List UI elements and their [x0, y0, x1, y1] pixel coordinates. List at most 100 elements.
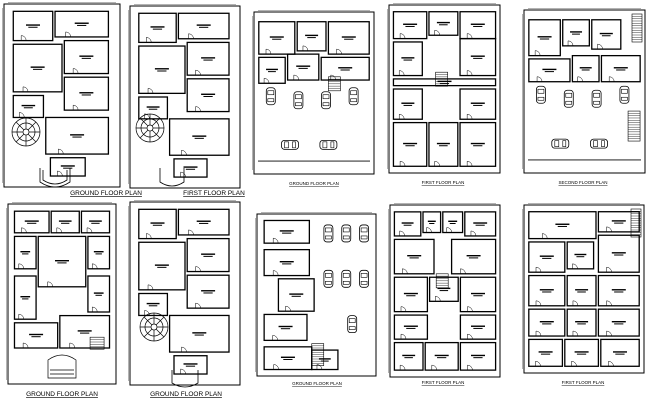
- plan-title-10: FIRST FLOOR PLAN: [562, 380, 605, 385]
- door-swing: [272, 237, 279, 244]
- door-swing: [180, 171, 186, 178]
- room-dim-mark: [23, 107, 33, 109]
- plan-title-3: GROUND FLOOR PLAN: [289, 181, 339, 186]
- parked-car-icon: [281, 139, 299, 150]
- door-swing: [181, 149, 187, 156]
- room-label-mark: [58, 220, 72, 222]
- parked-car-icon: [359, 269, 370, 288]
- room-dim-mark: [282, 232, 292, 234]
- room-label-mark: [21, 104, 36, 107]
- dimension-lines: [387, 3, 496, 169]
- room-label-mark: [341, 36, 356, 38]
- parked-car-icon: [563, 89, 574, 108]
- straight-stair: [627, 110, 641, 142]
- room-label-mark: [448, 220, 458, 222]
- parked-car-icon: [321, 91, 331, 110]
- door-swing: [466, 70, 473, 76]
- room-label-mark: [74, 22, 89, 24]
- room: [296, 21, 327, 52]
- door-swing: [606, 300, 612, 306]
- room: [138, 45, 186, 95]
- plan-panel-8: GROUND FLOOR PLAN: [255, 212, 377, 386]
- room-label-mark: [305, 34, 319, 37]
- dimension-lines: [2, 2, 116, 183]
- room: [263, 219, 311, 244]
- room: [87, 275, 111, 313]
- door-swing: [18, 313, 25, 320]
- room: [258, 21, 296, 55]
- door-swing: [180, 368, 186, 375]
- room-label-mark: [403, 325, 418, 327]
- door-swing: [535, 300, 542, 306]
- room-label-mark: [154, 264, 169, 266]
- room-dim-mark: [405, 25, 415, 27]
- room-dim-mark: [199, 26, 209, 28]
- room: [45, 116, 110, 155]
- room-dim-mark: [473, 104, 483, 106]
- dimension-lines: [128, 200, 236, 381]
- parked-car-icon: [619, 85, 630, 104]
- plan-panel-9: FIRST FLOOR PLAN: [388, 203, 501, 385]
- room-dim-mark: [282, 263, 292, 265]
- room-dim-mark: [601, 35, 611, 37]
- room-label-mark: [280, 356, 295, 358]
- room-label-mark: [79, 55, 94, 57]
- room-label-mark: [542, 68, 557, 71]
- door-swing: [195, 302, 201, 309]
- room-label-mark: [436, 142, 450, 145]
- room-label-mark: [150, 222, 165, 224]
- room: [186, 78, 230, 113]
- dimension-lines: [6, 202, 112, 380]
- door-swing: [572, 300, 579, 306]
- room-label-mark: [201, 253, 216, 255]
- room-dim-mark: [577, 323, 586, 325]
- room-label-mark: [436, 21, 450, 24]
- room-dim-mark: [344, 38, 354, 40]
- door-swing: [399, 33, 406, 39]
- room: [186, 41, 230, 76]
- door-swing: [58, 148, 64, 155]
- room: [63, 76, 110, 111]
- room: [393, 238, 435, 275]
- room: [597, 308, 640, 337]
- room-dim-mark: [307, 37, 316, 39]
- door-swing: [572, 330, 579, 337]
- parked-car-icon: [319, 139, 338, 150]
- room-label-mark: [611, 252, 626, 254]
- room-dim-mark: [203, 255, 213, 257]
- door-swing: [22, 86, 29, 92]
- door-swing: [72, 104, 79, 111]
- room-dim-mark: [475, 224, 485, 226]
- room-dim-mark: [449, 223, 456, 224]
- room-label-mark: [407, 255, 422, 257]
- room-label-mark: [570, 31, 583, 33]
- room-label-mark: [146, 302, 160, 305]
- dimension-lines: [128, 4, 236, 184]
- room-label-mark: [279, 230, 294, 232]
- room: [428, 121, 459, 167]
- room: [177, 208, 230, 236]
- room: [393, 314, 429, 340]
- room-dim-mark: [291, 295, 301, 297]
- room: [59, 314, 111, 349]
- room: [168, 118, 230, 156]
- door-swing: [597, 43, 603, 50]
- door-swing: [571, 361, 577, 367]
- room-label-mark: [575, 289, 589, 291]
- parked-car-icon: [590, 138, 608, 149]
- room-label-mark: [471, 325, 485, 327]
- room: [12, 43, 63, 93]
- room: [13, 235, 37, 270]
- room-label-mark: [192, 135, 207, 137]
- plan-panel-4: FIRST FLOOR PLAN: [387, 3, 501, 185]
- room-dim-mark: [27, 222, 37, 224]
- room-label-mark: [401, 102, 415, 104]
- room-dim-mark: [157, 266, 167, 268]
- door-swing: [263, 78, 270, 84]
- room-label-mark: [403, 23, 418, 25]
- room-dim-mark: [63, 167, 73, 169]
- room-dim-mark: [283, 358, 293, 360]
- plan-title-9: FIRST FLOOR PLAN: [422, 380, 465, 385]
- room: [528, 211, 597, 240]
- room-dim-mark: [439, 145, 448, 147]
